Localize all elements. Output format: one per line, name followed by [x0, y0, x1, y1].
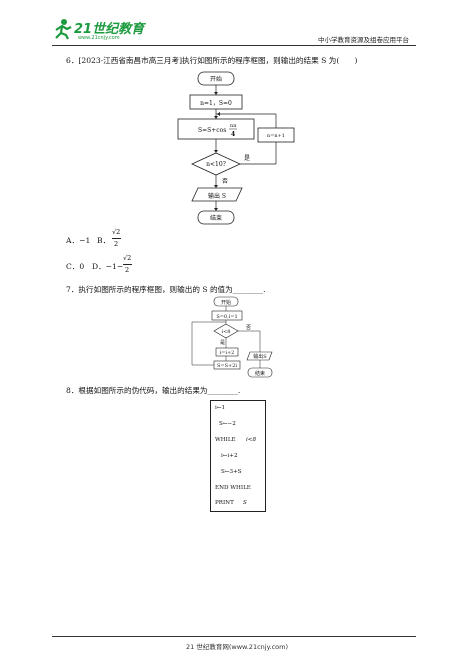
- q7-init-label: S=0,i=1: [216, 314, 237, 320]
- q8-code-line-5: S←3+S: [221, 469, 242, 475]
- q8-code-box: i←1 S←−2 WHILE i<8 i←i+2 S←3+S END WHILE…: [210, 400, 266, 512]
- q8-code-line-3a: WHILE: [215, 437, 236, 443]
- runner-logo-icon: [55, 19, 72, 40]
- q8-code-line-1: i←1: [215, 405, 226, 411]
- footer-divider: [52, 636, 416, 637]
- q6-update-frac-den: 4: [231, 131, 235, 138]
- q7-start-label: 开始: [221, 299, 231, 306]
- q6-option-a: A．−1: [66, 236, 91, 245]
- q6-end-box: [197, 210, 235, 225]
- q6-cond-label: n<10?: [206, 161, 226, 168]
- q6-option-d-num: √2: [123, 254, 132, 262]
- q6-incr-label: n=n+1: [267, 133, 285, 139]
- q6-option-d-bar: [123, 264, 132, 265]
- q6-end-label: 结束: [210, 214, 222, 222]
- header-logo: 21世纪教育 www.21cnjy.com: [52, 16, 162, 46]
- q8-code-line-2: S←−2: [219, 421, 236, 427]
- q7-end-box: [247, 367, 273, 378]
- q6-yes-label: 是: [244, 155, 250, 162]
- q6-option-d: D．−1−: [92, 262, 124, 271]
- q8-code-line-7a: PRINT: [215, 500, 234, 506]
- q7-end-label: 结束: [255, 370, 265, 377]
- q6-option-b-bar: [112, 238, 121, 239]
- logo-url: www.21cnjy.com: [78, 35, 120, 41]
- q8-code-line-7b: S: [243, 500, 247, 506]
- q7-init-box: [211, 310, 243, 321]
- q6-flowchart: 开始 n=1，S=0 S=S+cos nπ 4 n<10? 是 n=n+1 否 …: [177, 71, 295, 225]
- q7-output-label: 输出S: [253, 353, 267, 360]
- q6-option-d-den: 2: [125, 266, 130, 274]
- q6-start-label: 开始: [210, 75, 222, 83]
- header-platform-text: 中小学教育资源及组卷应用平台: [318, 36, 409, 44]
- q6-no-label: 否: [222, 178, 228, 185]
- q7-cond-label: i<8: [222, 329, 231, 335]
- q6-option-b: B．: [97, 236, 111, 245]
- header-divider: [52, 45, 416, 46]
- q7-yes-label: 是: [220, 340, 225, 346]
- q6-option-c: C．0: [66, 262, 85, 271]
- q7-flowchart: 开始 S=0,i=1 i<8 否 是 i=i+2 S=S+2i 输出S 结束: [191, 296, 273, 378]
- q6-stem: 6．[2023·江西省南昌市高三月考]执行如图所示的程序框图，则输出的结果 S …: [66, 56, 358, 65]
- logo-brand: 21世纪教育: [74, 22, 145, 37]
- q7-incr-label: i=i+2: [220, 350, 235, 356]
- q8-code-line-4: i←i+2: [221, 453, 238, 459]
- q6-option-b-num: √2: [112, 228, 121, 236]
- q6-update-frac-num: nπ: [230, 123, 237, 129]
- q6-option-b-den: 2: [114, 240, 119, 248]
- q6-init-label: n=1，S=0: [200, 100, 232, 107]
- q7-incr-box: [215, 347, 239, 357]
- q8-stem: 8．根据如图所示的伪代码，输出的结果为________.: [66, 386, 241, 395]
- q6-output-label: 输出 S: [208, 192, 226, 200]
- q7-update-label: S=S+2i: [217, 363, 237, 369]
- q7-output-box: [246, 351, 273, 361]
- q7-stem: 7．执行如图所示的程序框图，则输出的 S 的值为________.: [66, 285, 266, 294]
- footer-text: 21 世纪教育网(www.21cnjy.com): [186, 643, 288, 651]
- q7-no-label: 否: [246, 325, 251, 331]
- q8-code-line-6: END WHILE: [215, 485, 251, 491]
- q8-code-line-3b: i<8: [246, 437, 257, 443]
- q6-output-box: [191, 187, 243, 202]
- q6-update-label: S=S+cos: [198, 127, 226, 134]
